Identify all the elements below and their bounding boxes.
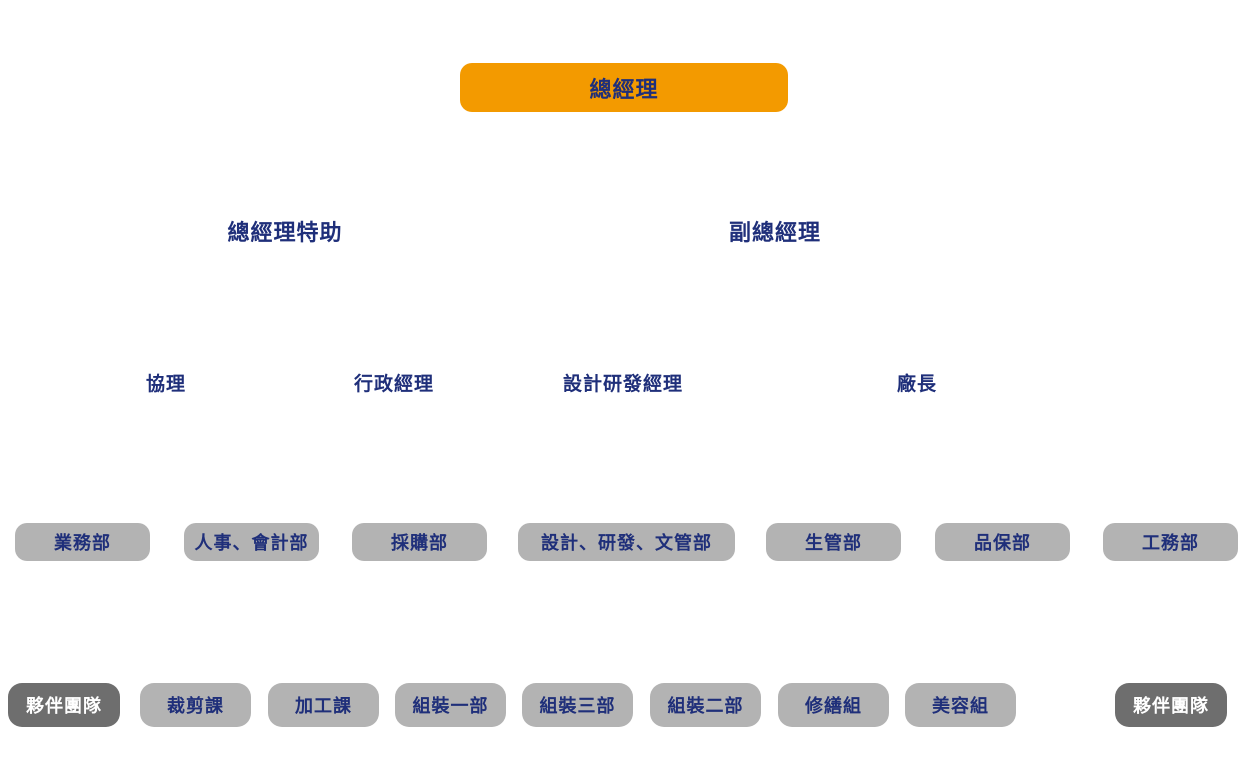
unit-label: 加工課	[295, 696, 352, 717]
special-assistant-node: 總經理特助	[200, 212, 370, 250]
unit-label: 組裝二部	[667, 696, 744, 717]
unit-assembly-3: 組裝三部	[522, 683, 633, 727]
dept-design-rd-docs: 設計、研發、文管部	[518, 523, 735, 561]
unit-assembly-2: 組裝二部	[650, 683, 761, 727]
unit-label: 組裝一部	[412, 696, 489, 717]
dept-label: 設計、研發、文管部	[541, 533, 712, 554]
dept-sales: 業務部	[15, 523, 150, 561]
dept-production-control: 生管部	[766, 523, 901, 561]
unit-cutting: 裁剪課	[140, 683, 251, 727]
unit-finishing: 美容組	[905, 683, 1016, 727]
dept-label: 品保部	[974, 533, 1031, 554]
admin-manager-label: 行政經理	[353, 372, 434, 395]
unit-label: 組裝三部	[539, 696, 616, 717]
unit-label: 夥伴團隊	[26, 696, 102, 717]
admin-manager-node: 行政經理	[334, 365, 454, 399]
unit-label: 美容組	[932, 696, 989, 717]
unit-partner-team-right: 夥伴團隊	[1115, 683, 1227, 727]
unit-partner-team-left: 夥伴團隊	[8, 683, 120, 727]
unit-repair: 修繕組	[778, 683, 889, 727]
rd-manager-node: 設計研發經理	[543, 365, 703, 399]
deputy-gm-label: 副總經理	[728, 221, 821, 246]
dept-label: 生管部	[805, 533, 862, 554]
dept-hr-accounting: 人事、會計部	[184, 523, 319, 561]
dept-purchasing: 採購部	[352, 523, 487, 561]
associate-manager-label: 協理	[145, 372, 186, 395]
unit-assembly-1: 組裝一部	[395, 683, 506, 727]
dept-label: 採購部	[391, 533, 448, 554]
unit-processing: 加工課	[268, 683, 379, 727]
plant-manager-node: 廠長	[867, 365, 967, 399]
unit-label: 裁剪課	[167, 696, 224, 717]
associate-manager-node: 協理	[116, 365, 216, 399]
dept-quality-assurance: 品保部	[935, 523, 1070, 561]
dept-label: 業務部	[54, 533, 111, 554]
dept-engineering: 工務部	[1103, 523, 1238, 561]
deputy-gm-node: 副總經理	[700, 212, 850, 250]
unit-label: 修繕組	[805, 696, 862, 717]
dept-label: 工務部	[1142, 533, 1199, 554]
rd-manager-label: 設計研發經理	[562, 372, 683, 395]
dept-label: 人事、會計部	[194, 533, 309, 554]
special-assistant-label: 總經理特助	[227, 221, 343, 246]
general-manager-label: 總經理	[589, 77, 659, 103]
general-manager-box: 總經理	[460, 63, 788, 112]
unit-label: 夥伴團隊	[1133, 696, 1209, 717]
plant-manager-label: 廠長	[896, 372, 937, 395]
